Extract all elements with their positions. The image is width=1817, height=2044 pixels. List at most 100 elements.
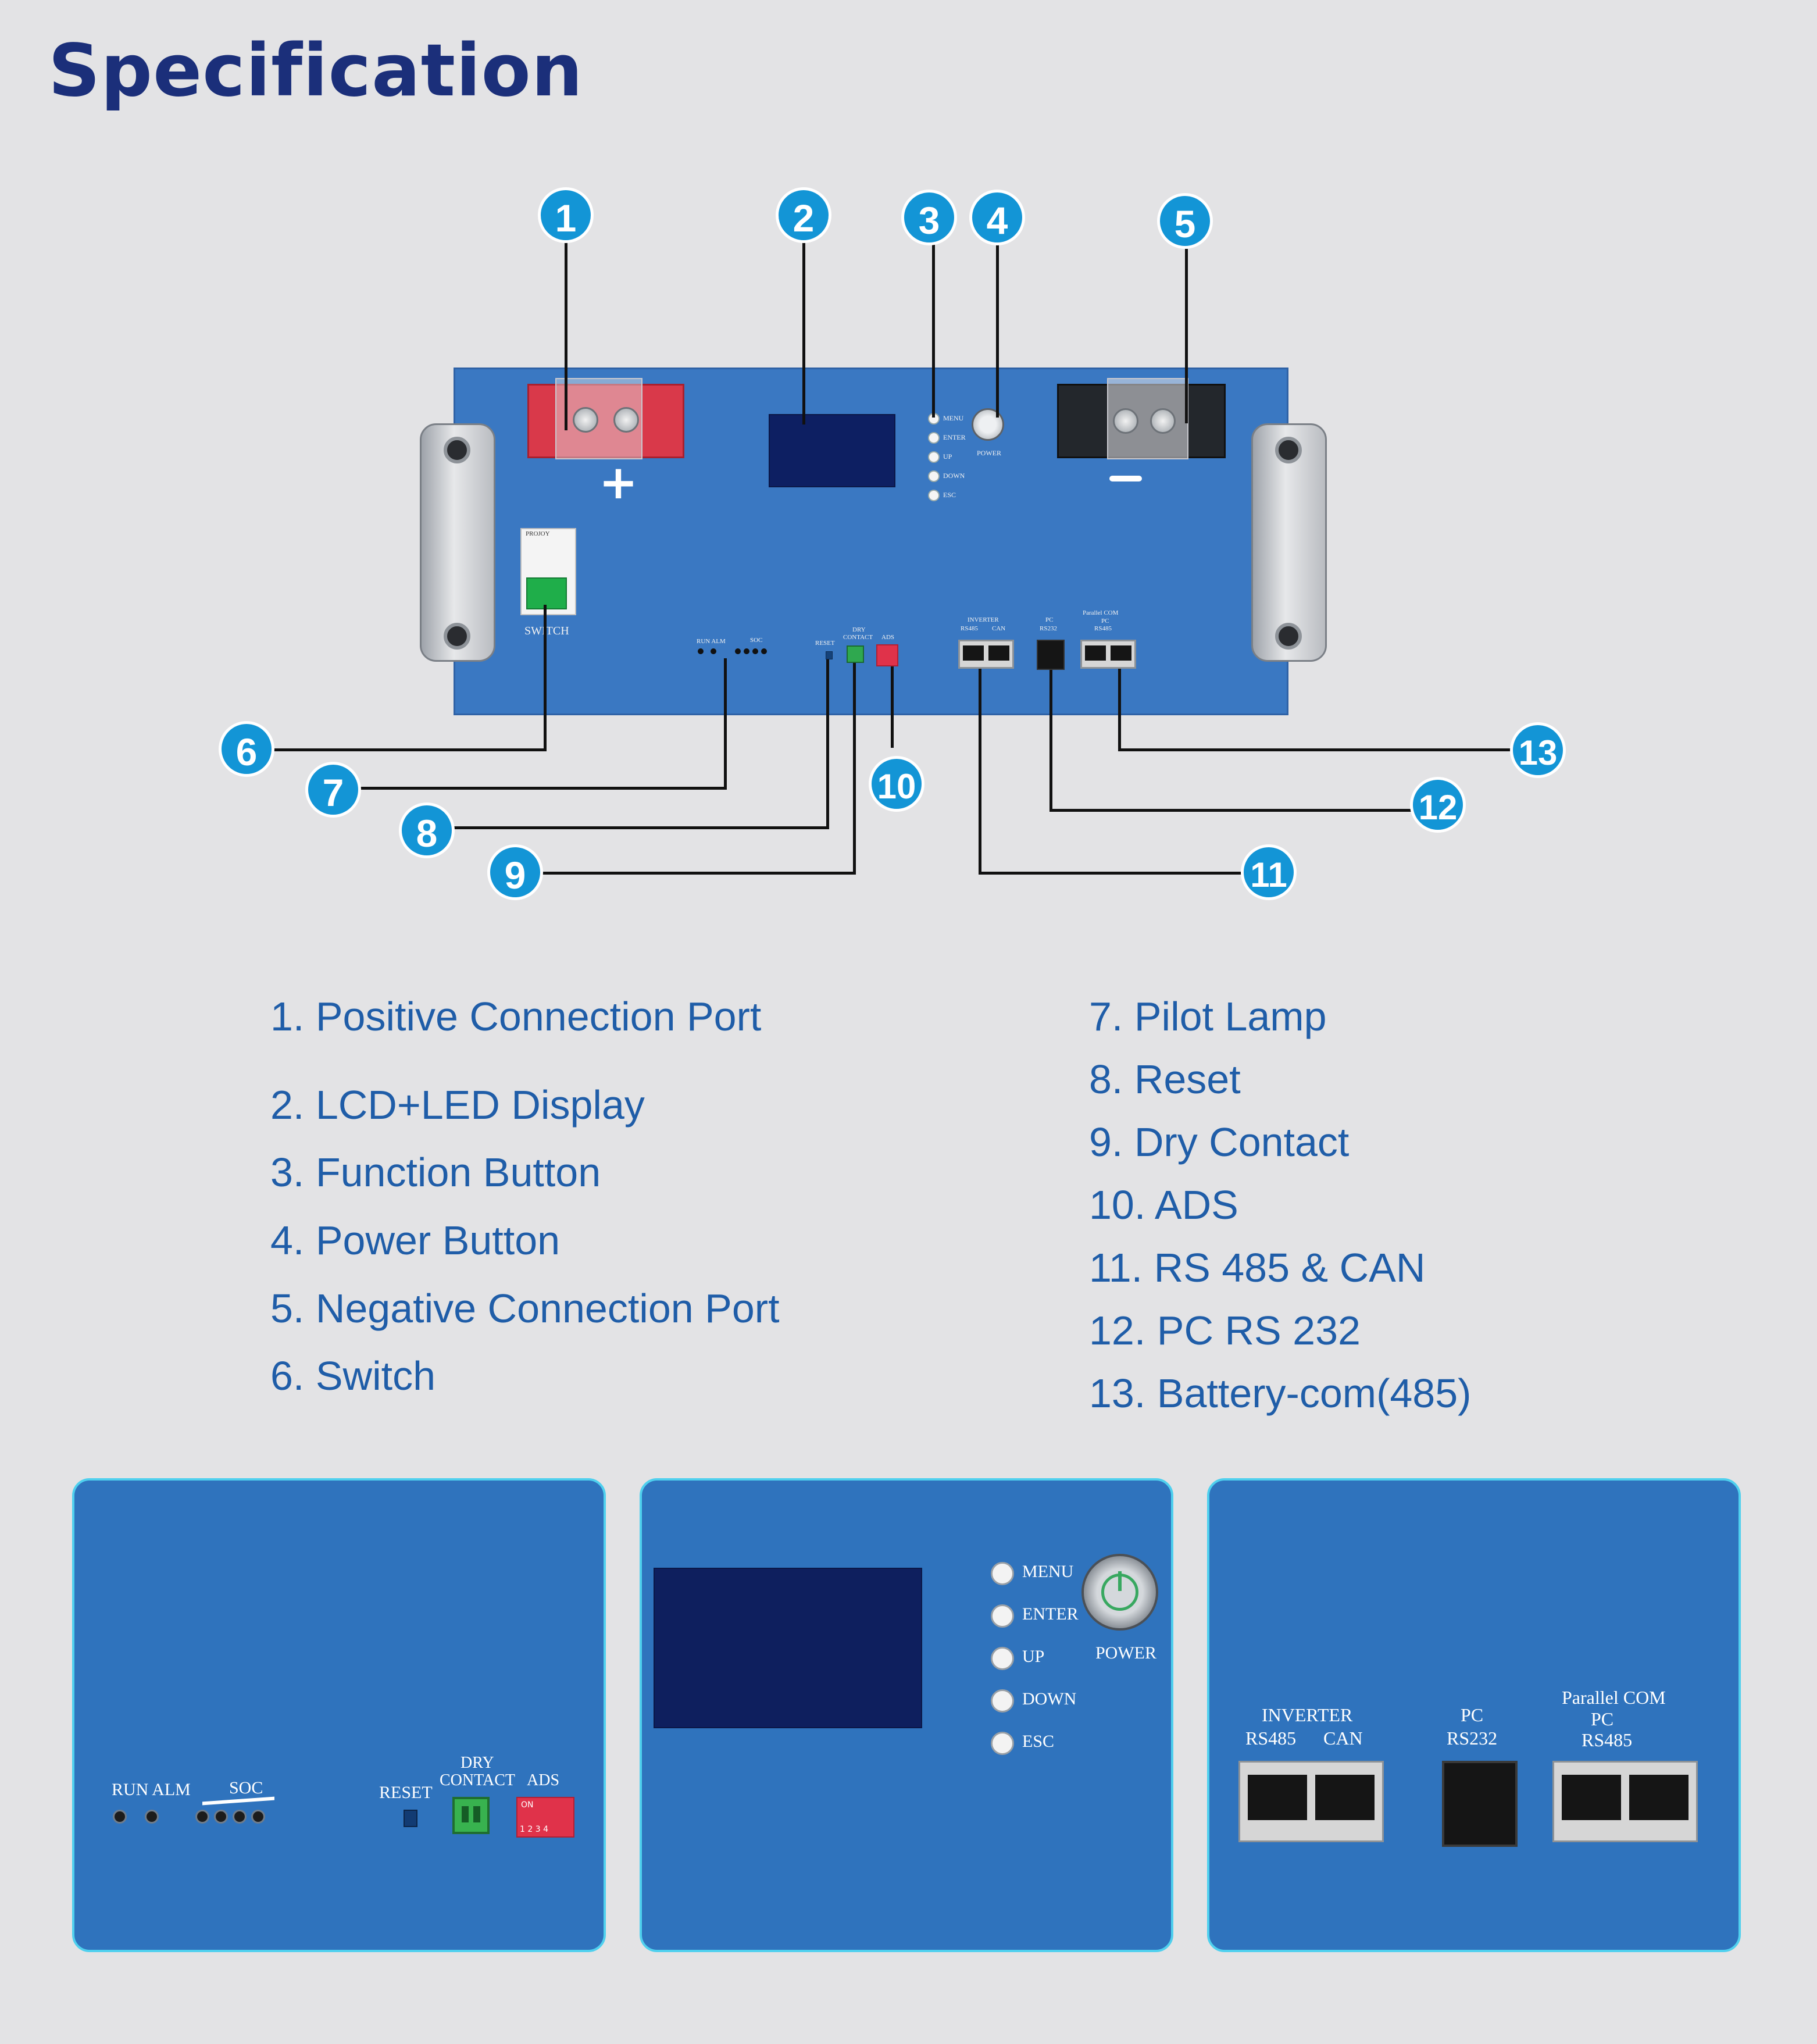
spec-item-2: 2. LCD+LED Display bbox=[270, 1082, 645, 1128]
screw-icon bbox=[613, 407, 639, 433]
reset-button[interactable] bbox=[404, 1810, 417, 1827]
run-lamp bbox=[113, 1810, 127, 1824]
ads-label: ADS bbox=[881, 634, 895, 641]
spec-item-7: 7. Pilot Lamp bbox=[1089, 994, 1327, 1039]
leader-line bbox=[979, 669, 981, 875]
esc-label: ESC bbox=[1022, 1732, 1055, 1751]
esc-button[interactable] bbox=[928, 490, 940, 501]
rs485-label: RS485 bbox=[1582, 1729, 1633, 1750]
reset-label: RESET bbox=[379, 1783, 433, 1802]
leader-line bbox=[544, 605, 547, 751]
leader-line bbox=[360, 787, 727, 790]
soc-lamp bbox=[214, 1810, 228, 1824]
connector-pin bbox=[473, 1806, 480, 1822]
dry-contact-connector[interactable] bbox=[847, 645, 864, 663]
spec-item-3: 3. Function Button bbox=[270, 1150, 601, 1195]
rs232-label: RS232 bbox=[1447, 1728, 1498, 1749]
contact-label: CONTACT bbox=[843, 634, 873, 641]
enter-button[interactable] bbox=[991, 1604, 1014, 1628]
screw-icon bbox=[573, 407, 598, 433]
leader-line bbox=[891, 666, 894, 748]
menu-button[interactable] bbox=[991, 1562, 1014, 1585]
dip-on-label: ON bbox=[521, 1800, 534, 1810]
ads-dip-switch[interactable] bbox=[876, 644, 898, 666]
leader-line bbox=[1049, 670, 1052, 812]
enter-button[interactable] bbox=[928, 432, 940, 444]
down-button[interactable] bbox=[928, 470, 940, 482]
down-button[interactable] bbox=[991, 1689, 1014, 1713]
rj45-jack bbox=[988, 645, 1009, 661]
leader-line bbox=[802, 238, 805, 425]
inverter-label: INVERTER bbox=[1262, 1704, 1353, 1725]
connector-pin bbox=[462, 1806, 469, 1822]
soc-lamp bbox=[735, 648, 741, 654]
leader-line bbox=[1049, 809, 1433, 812]
soc-lamp bbox=[744, 648, 749, 654]
callout-1: 1 bbox=[538, 187, 594, 243]
leader-line bbox=[826, 659, 829, 829]
leader-line bbox=[932, 243, 935, 418]
run-lamp bbox=[698, 648, 704, 654]
callout-11: 11 bbox=[1241, 844, 1297, 900]
leader-line bbox=[996, 243, 999, 418]
up-button[interactable] bbox=[928, 451, 940, 463]
pc-label: PC bbox=[1591, 1708, 1614, 1729]
soc-label: SOC bbox=[229, 1778, 263, 1797]
dry-label: DRY bbox=[461, 1754, 494, 1772]
alm-lamp bbox=[711, 648, 716, 654]
handle-bolt-icon bbox=[1275, 437, 1302, 463]
pc-label: PC bbox=[1045, 616, 1054, 623]
reset-button[interactable] bbox=[826, 651, 833, 659]
callout-9: 9 bbox=[487, 844, 543, 900]
leader-line bbox=[565, 238, 567, 430]
leader-line bbox=[1118, 748, 1525, 751]
leader-line bbox=[1118, 669, 1121, 751]
page-title: Specification bbox=[48, 29, 584, 113]
switch-label: SWITCH bbox=[524, 625, 569, 637]
detail-panel-indicators: RUN ALM SOC RESET DRY CONTACT ADS ON 1 2… bbox=[72, 1478, 606, 1952]
positive-terminal bbox=[527, 384, 684, 458]
power-button[interactable] bbox=[972, 408, 1004, 441]
rj45-jack bbox=[1629, 1775, 1689, 1820]
lcd-display bbox=[654, 1568, 922, 1728]
callout-4: 4 bbox=[969, 190, 1025, 245]
up-button[interactable] bbox=[991, 1647, 1014, 1670]
rs485-label: RS485 bbox=[1245, 1728, 1297, 1749]
pc-rs232-port[interactable] bbox=[1442, 1761, 1518, 1847]
soc-lamp bbox=[761, 648, 767, 654]
menu-label: MENU bbox=[943, 414, 964, 422]
esc-button[interactable] bbox=[991, 1732, 1014, 1755]
right-handle bbox=[1251, 423, 1327, 662]
spec-item-10: 10. ADS bbox=[1089, 1182, 1238, 1228]
callout-12: 12 bbox=[1410, 777, 1466, 833]
leader-line bbox=[1185, 249, 1188, 423]
inverter-label: INVERTER bbox=[968, 616, 999, 623]
callout-6: 6 bbox=[219, 721, 274, 777]
breaker-toggle[interactable] bbox=[526, 577, 567, 609]
enter-label: ENTER bbox=[943, 433, 966, 441]
ads-dip-switch[interactable] bbox=[516, 1797, 574, 1838]
callout-13: 13 bbox=[1510, 722, 1566, 778]
menu-label: MENU bbox=[1022, 1562, 1074, 1581]
ads-label: ADS bbox=[527, 1771, 560, 1789]
spec-item-12: 12. PC RS 232 bbox=[1089, 1308, 1361, 1353]
pc-rs232-port[interactable] bbox=[1037, 640, 1065, 670]
can-label: CAN bbox=[1323, 1728, 1363, 1749]
callout-10: 10 bbox=[869, 756, 924, 812]
handle-bolt-icon bbox=[1275, 623, 1302, 650]
parallel-com-label: Parallel COM bbox=[1083, 609, 1119, 616]
spec-item-5: 5. Negative Connection Port bbox=[270, 1286, 780, 1331]
dry-label: DRY bbox=[852, 626, 866, 633]
callout-5: 5 bbox=[1157, 193, 1213, 249]
rj45-jack bbox=[1315, 1775, 1375, 1820]
left-handle bbox=[420, 423, 495, 662]
spec-item-6: 6. Switch bbox=[270, 1353, 435, 1399]
soc-lamp bbox=[195, 1810, 209, 1824]
spec-item-13: 13. Battery-com(485) bbox=[1089, 1371, 1472, 1416]
callout-7: 7 bbox=[305, 762, 361, 818]
rs485-label: RS485 bbox=[1094, 625, 1112, 632]
dry-contact-connector[interactable] bbox=[452, 1797, 490, 1834]
leader-line bbox=[273, 748, 547, 751]
dip-numbers: 1 2 3 4 bbox=[520, 1825, 548, 1834]
pc-label: PC bbox=[1461, 1704, 1484, 1725]
